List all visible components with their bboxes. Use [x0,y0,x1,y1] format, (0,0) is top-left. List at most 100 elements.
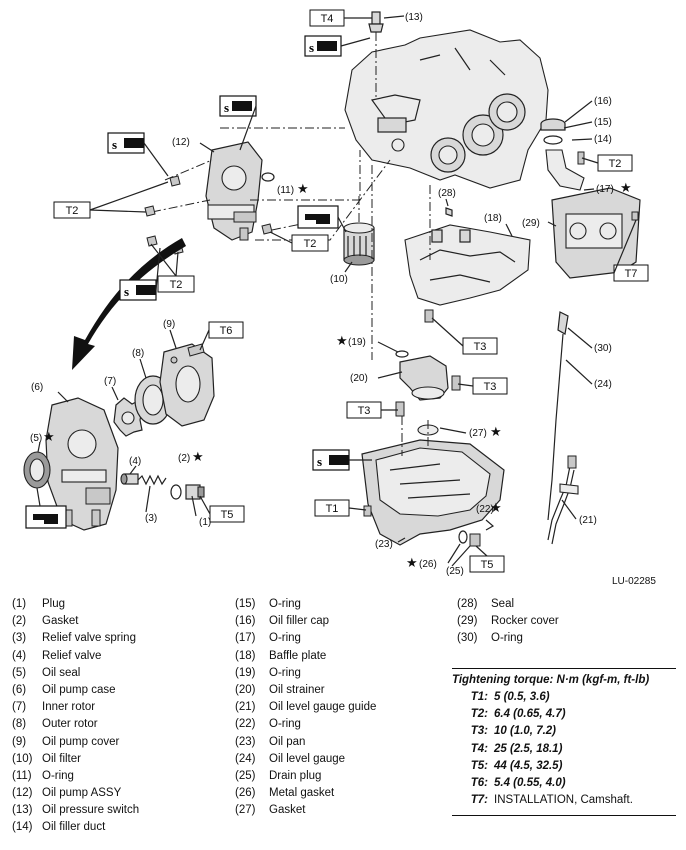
torque-row: T2:6.4 (0.65, 4.7) [470,708,566,721]
sealant-icon: s [219,95,257,117]
legend-item: (24)Oil level gauge [235,752,346,765]
legend-item: (23)Oil pan [235,735,306,748]
callout-15: (15) [594,117,612,128]
legend-item: (16)Oil filler cap [235,615,330,628]
inner-rotor [113,397,143,437]
oil-filter [343,195,375,266]
sealant-icon: s [119,279,157,301]
svg-text:★: ★ [43,430,55,445]
svg-text:T2: T2 [609,158,622,170]
callout-13: (13) [405,12,423,23]
oil-pump-case [45,397,119,531]
callout-21: (21) [579,515,597,526]
callout-24: (24) [594,379,612,390]
svg-text:T3: T3 [484,381,497,393]
torque-row: T1:5 (0.5, 3.6) [470,691,550,703]
callout-6: (6) [31,382,43,393]
torque-box-t3-right: T3 [472,377,508,395]
legend-item: (15)O-ring [235,598,301,610]
star-markers: ★ ★ ★ ★ ★ ★ ★ ★ [43,181,632,571]
svg-text:s: s [112,137,117,152]
relief-valve [120,473,139,485]
callout-11: (11) [277,185,294,196]
oil-pan [361,424,505,546]
svg-text:s: s [317,454,322,469]
legend-item: (12)Oil pump ASSY [12,787,122,800]
oil-icon [25,505,67,529]
callout-8: (8) [132,348,144,359]
legend-item: (22)O-ring [235,718,301,731]
legend-item: (17)O-ring [235,632,301,645]
torque-box-t2-mid: T2 [291,234,329,252]
svg-text:s: s [224,100,229,115]
callout-1: (1) [199,517,211,528]
svg-text:T5: T5 [481,559,494,571]
legend-item: (7)Inner rotor [12,701,96,714]
svg-text:★: ★ [406,556,418,571]
svg-text:T2: T2 [66,205,79,217]
callout-10: (10) [330,274,348,285]
oil-filler-cap [540,118,566,145]
torque-table-bottom-rule [452,815,676,817]
exploded-parts-diagram: T4 T2 T2 T2 T2 T7 T6 T3 T3 T3 T1 T5 T5 s… [23,9,656,587]
callout-5: (5) [30,433,42,444]
legend-item: (18)Baffle plate [235,649,327,662]
torque-box-t2-bottom: T2 [157,275,195,293]
svg-text:★: ★ [192,450,204,465]
callout-12: (12) [172,137,190,148]
torque-box-t4: T4 [309,9,345,27]
svg-text:★: ★ [490,501,502,516]
svg-text:T6: T6 [220,325,233,337]
torque-row: T6:5.4 (0.55, 4.0) [470,776,566,789]
sealant-icon: s [312,449,350,471]
torque-row: T3:10 (1.0, 7.2) [470,725,557,738]
legend-item: (2)Gasket [12,615,79,628]
tightening-torque-table: Tightening torque: N·m (kgf-m, ft-lb) T1… [452,668,676,817]
torque-row: T5:44 (4.5, 32.5) [470,759,563,772]
torque-row: T4:25 (2.5, 18.1) [470,742,563,755]
svg-text:★: ★ [620,181,632,196]
legend-item: (25)Drain plug [235,769,322,782]
torque-box-t3-left: T3 [346,401,382,419]
torque-box-t5-right: T5 [469,555,505,573]
legend-item: (28)Seal [457,598,515,610]
legend-item: (27)Gasket [235,804,306,817]
torque-box-t7: T7 [613,264,649,282]
callout-3: (3) [145,513,157,524]
exploded-view-arrow [72,238,186,370]
seal-28-shape [445,207,453,217]
legend-item: (26)Metal gasket [235,787,335,800]
callout-19: (19) [348,337,366,348]
sealant-icon: s [304,35,342,57]
callout-28: (28) [438,188,456,199]
gasket-2-shape [170,484,182,500]
torque-row: T7:INSTALLATION, Camshaft. [470,794,633,807]
o-ring-22-shape [485,519,495,531]
legend-column-3: (28)Seal (29)Rocker cover (30)O-ring [457,596,559,648]
legend-item: (13)Oil pressure switch [12,804,140,817]
callout-29: (29) [522,218,540,229]
svg-text:T1: T1 [326,503,339,515]
callout-22: (22) [476,504,494,515]
callout-30: (30) [594,343,612,354]
callout-14: (14) [594,134,612,145]
svg-text:T3: T3 [474,341,487,353]
legend-item: (19)O-ring [235,666,301,679]
pump-bolts [144,175,273,255]
plug [185,484,205,500]
relief-valve-spring [137,474,167,486]
callout-labels: (1) (2) (3) (4) (5) (6) (7) (8) (9) (10)… [30,12,614,577]
oil-level-gauge-guide [547,455,579,545]
legend-item: (20)Oil strainer [235,683,325,696]
callout-18: (18) [484,213,502,224]
legend-item: (11)O-ring [12,769,74,782]
svg-text:s: s [309,40,314,55]
legend-item: (5)Oil seal [12,666,81,679]
drain-plug-shape [469,533,481,547]
callout-17: (17) [596,184,614,195]
sealant-icon: s [107,132,145,154]
callout-16: (16) [594,96,612,107]
callout-25: (25) [446,566,464,577]
torque-box-t5-left: T5 [209,505,245,523]
callout-9: (9) [163,319,175,330]
